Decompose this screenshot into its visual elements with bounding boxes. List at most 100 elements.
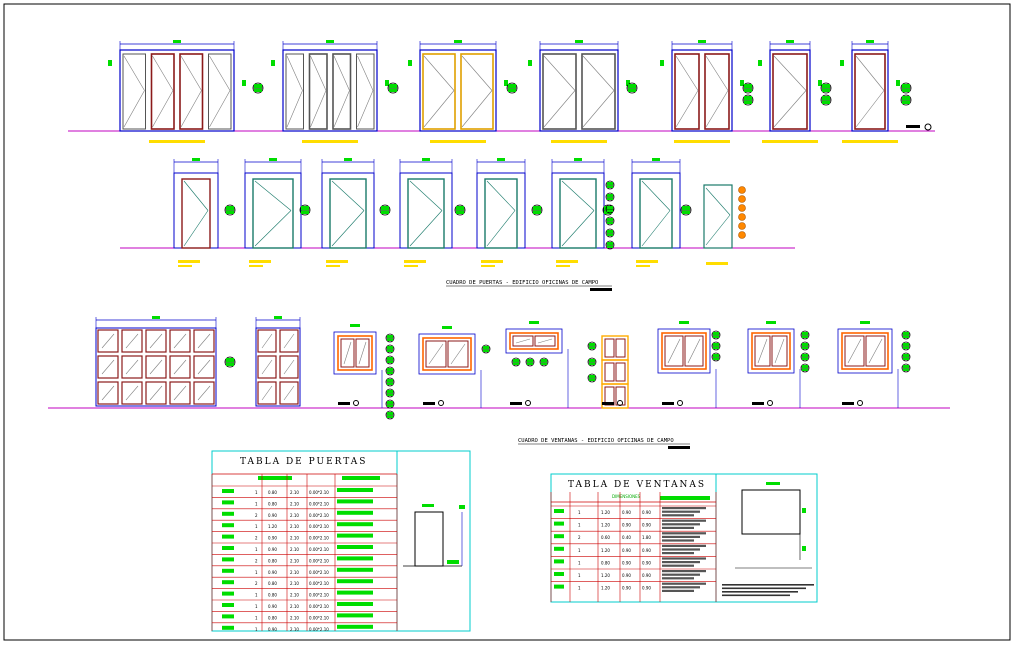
door-height: 2.10 [290, 501, 299, 506]
door-height: 2.10 [290, 604, 299, 609]
window-sill: 0.90 [642, 523, 651, 528]
window-height: 0.90 [622, 560, 631, 565]
door-height: 2.10 [290, 536, 299, 541]
window-qty: 1 [578, 560, 581, 565]
window-height: 0.90 [622, 510, 631, 515]
door-height: 2.10 [290, 570, 299, 575]
window-qty: 1 [578, 573, 581, 578]
table-row: 1 0.90 2.10 0.00*2.10 [212, 622, 397, 632]
door-width: 0.90 [268, 627, 277, 632]
window-qty: 1 [578, 548, 581, 553]
door-height: 2.10 [290, 558, 299, 563]
door-elevations-row2 [173, 158, 746, 267]
door-width: 0.80 [268, 558, 277, 563]
window-sill: 1.80 [642, 535, 651, 540]
door-width: 0.80 [268, 581, 277, 586]
door-finish: 0.00*2.10 [309, 593, 329, 598]
door-qty: 1 [255, 501, 258, 506]
window-sill: 0.90 [642, 586, 651, 591]
window-width: 1.20 [601, 510, 610, 515]
door-qty: 2 [255, 581, 258, 586]
door-width: 0.80 [268, 615, 277, 620]
door-width: 0.80 [268, 490, 277, 495]
door-width: 0.90 [268, 536, 277, 541]
door-qty: 1 [255, 604, 258, 609]
table-row: 1 1.20 0.90 0.90 [551, 543, 716, 555]
door-width: 0.80 [268, 501, 277, 506]
window-elevations [95, 316, 911, 420]
window-qty: 2 [578, 535, 581, 540]
doors-title-bar [590, 288, 612, 291]
door-height: 2.10 [290, 627, 299, 632]
window-table-header: DIMENSIONES [612, 494, 641, 499]
door-finish: 0.00*2.10 [309, 501, 329, 506]
door-elevation [399, 158, 466, 267]
door-height: 2.10 [290, 513, 299, 518]
doors-schedule-title: CUADRO DE PUERTAS - EDIFICIO OFICINAS DE… [446, 280, 598, 286]
door-finish: 0.00*2.10 [309, 627, 329, 632]
door-height: 2.10 [290, 615, 299, 620]
window-height: 0.90 [622, 523, 631, 528]
windows-title-bar [668, 446, 690, 449]
door-finish: 0.00*2.10 [309, 490, 329, 495]
door-height: 2.10 [290, 581, 299, 586]
door-width: 1.20 [268, 524, 277, 529]
window-width: 1.20 [601, 586, 610, 591]
door-finish: 0.00*2.10 [309, 615, 329, 620]
door-elevations-row1 [108, 40, 932, 143]
door-qty: 1 [255, 615, 258, 620]
door-finish: 0.00*2.10 [309, 604, 329, 609]
window-elevation [255, 316, 301, 407]
window-height: 0.90 [622, 586, 631, 591]
door-qty: 1 [255, 593, 258, 598]
window-qty: 1 [578, 586, 581, 591]
window-elevation [333, 324, 395, 420]
window-elevation [95, 316, 217, 407]
door-qty: 1 [255, 524, 258, 529]
window-width: 1.20 [601, 573, 610, 578]
door-elevation [108, 40, 264, 143]
window-elevation [418, 326, 482, 408]
door-height: 2.10 [290, 490, 299, 495]
door-elevation [703, 184, 746, 265]
door-elevation [476, 158, 543, 267]
window-qty: 1 [578, 510, 581, 515]
sheet-border [3, 3, 1011, 641]
door-height: 2.10 [290, 547, 299, 552]
door-elevation [244, 158, 311, 267]
window-qty: 1 [578, 523, 581, 528]
door-table: TABLA DE PUERTAS 1 0.80 2.10 0.00*2.10 1 0.80… [211, 450, 471, 632]
window-width: 1.20 [601, 548, 610, 553]
window-height: 0.90 [622, 548, 631, 553]
window-sill: 0.90 [642, 548, 651, 553]
door-height: 2.10 [290, 593, 299, 598]
table-row: 1 1.20 0.90 0.90 [551, 581, 716, 592]
door-height: 2.10 [290, 524, 299, 529]
door-width: 0.90 [268, 547, 277, 552]
window-width: 0.60 [601, 535, 610, 540]
door-width: 0.90 [268, 604, 277, 609]
door-qty: 1 [255, 570, 258, 575]
window-elevation [837, 321, 911, 408]
door-qty: 1 [255, 627, 258, 632]
door-elevation [528, 40, 638, 143]
window-elevation [587, 335, 629, 409]
table-row: 1 0.80 2.10 0.00*2.10 [212, 497, 397, 506]
door-qty: 2 [255, 558, 258, 563]
door-table-title: TABLA DE PUERTAS [240, 457, 367, 467]
window-sill: 0.90 [642, 560, 651, 565]
